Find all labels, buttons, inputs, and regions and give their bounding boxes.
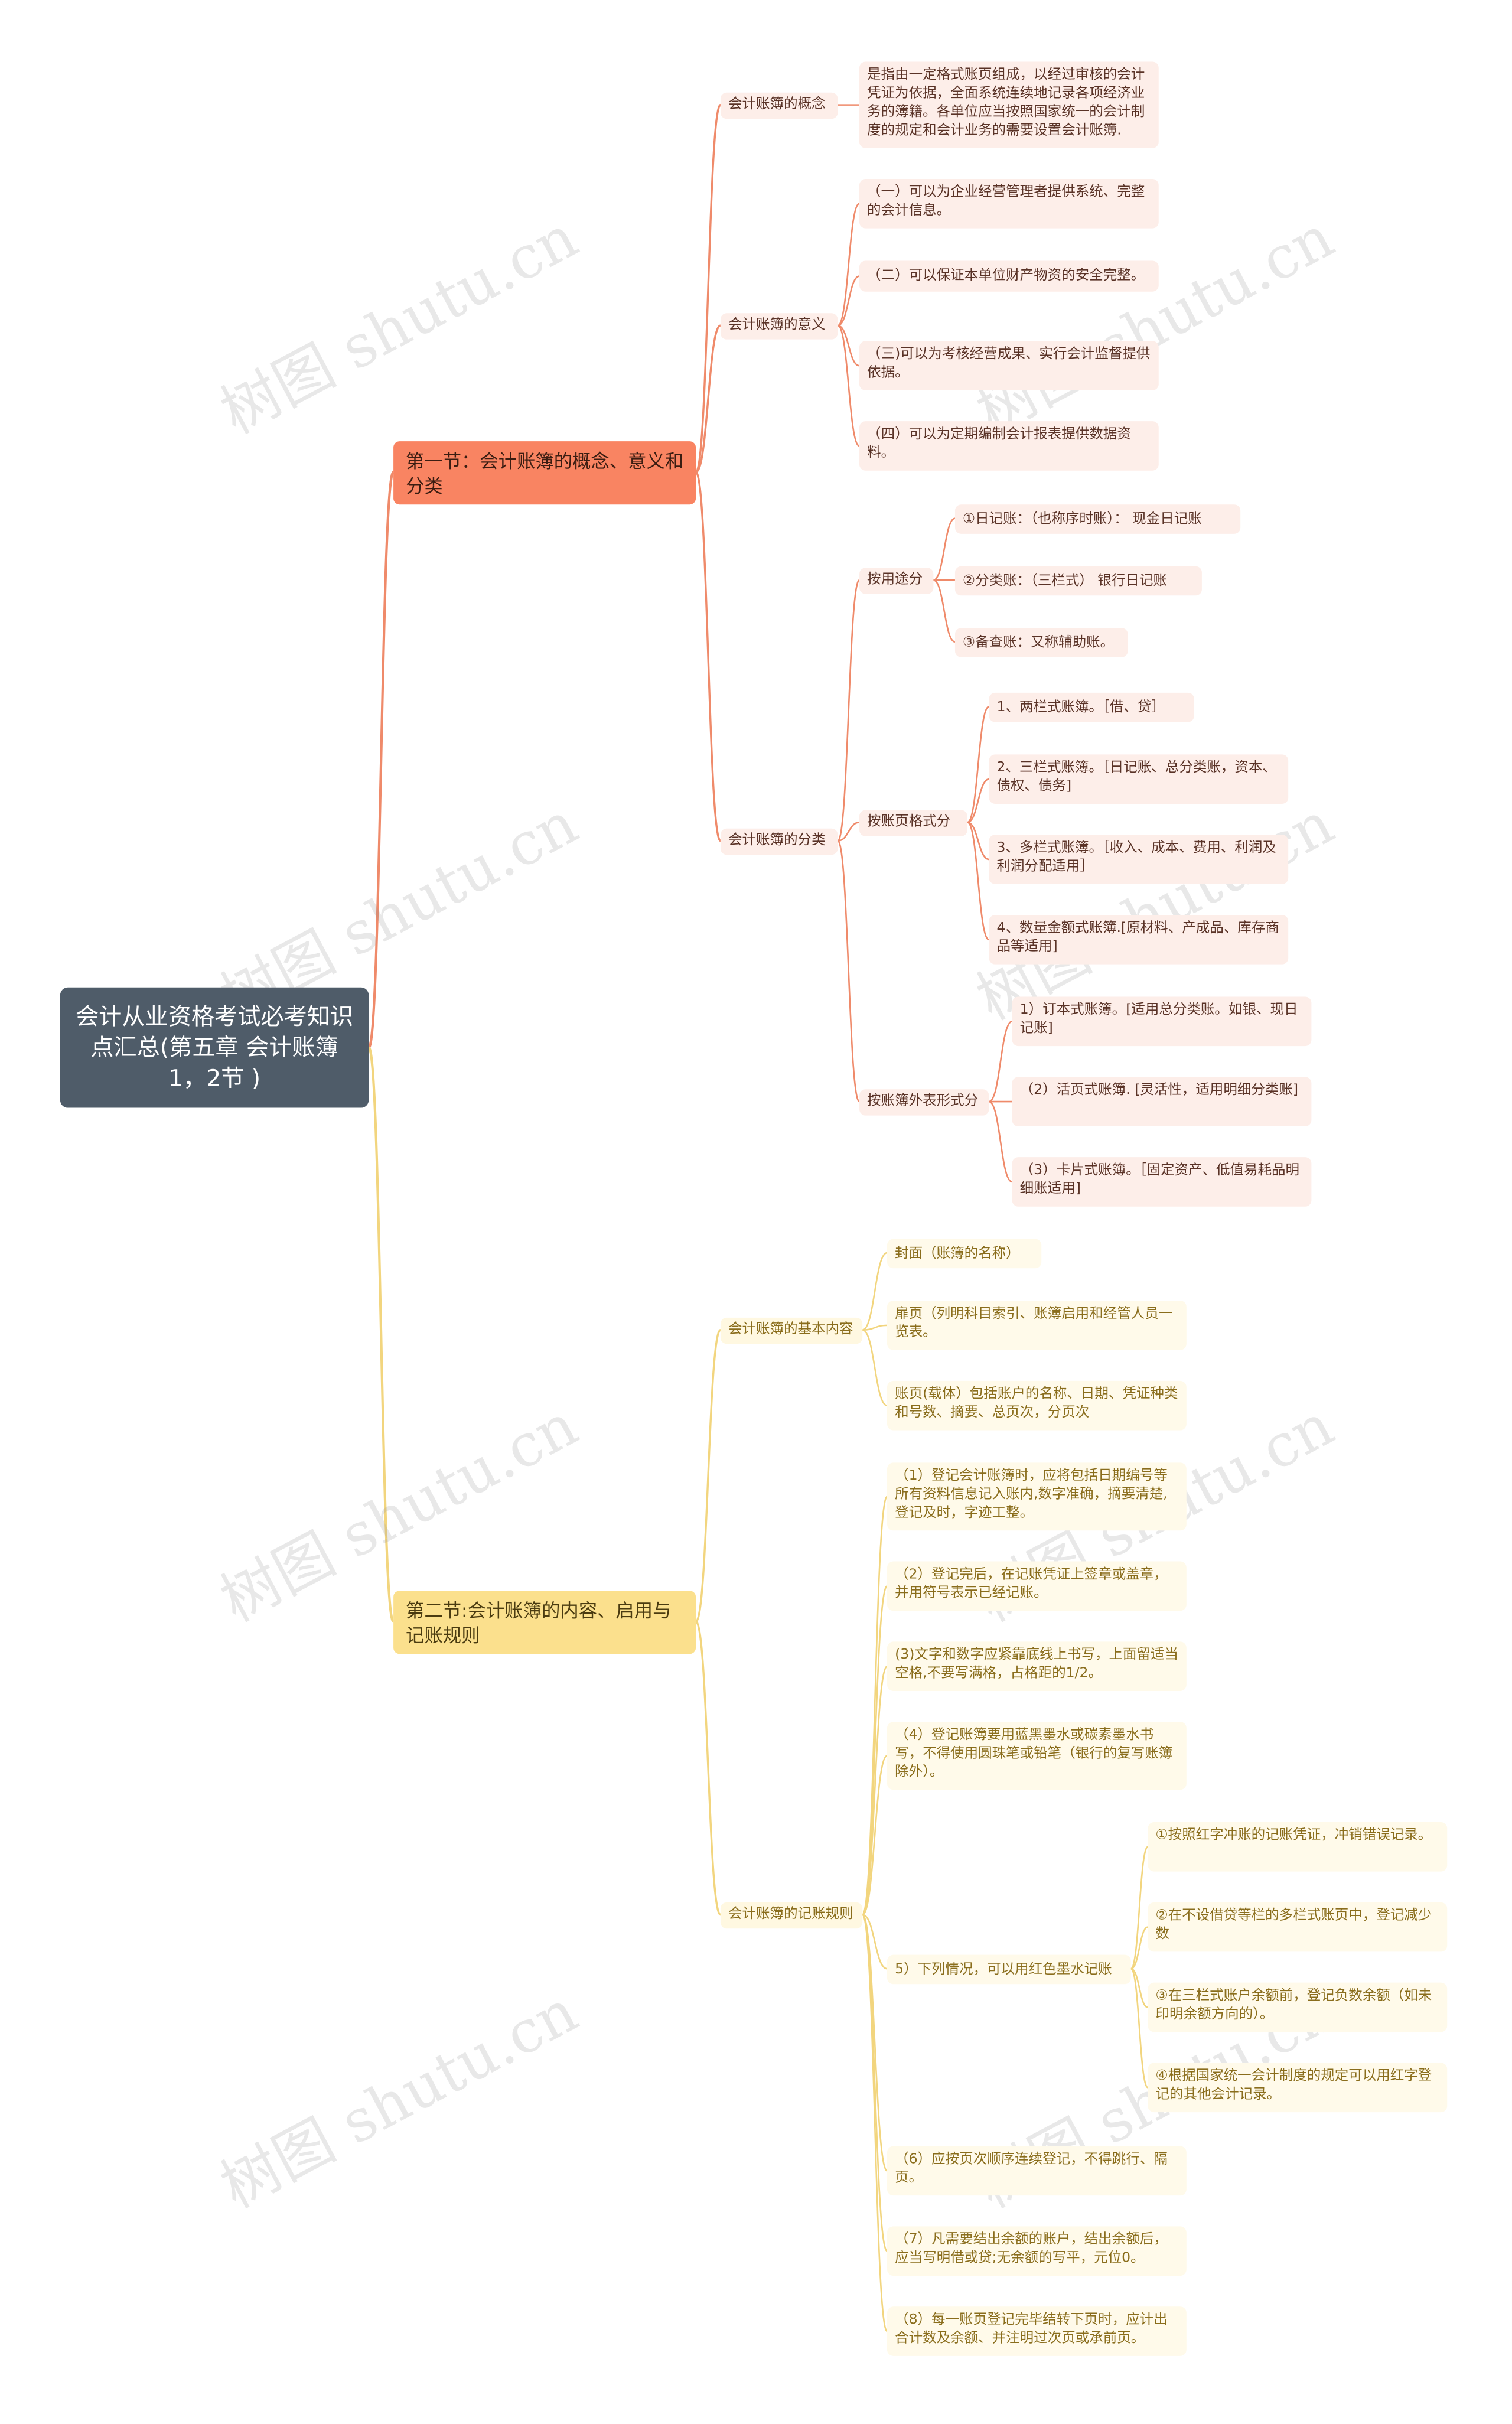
connector-line [695,471,722,842]
connector-line [861,1585,888,1916]
connector-line [988,1020,1013,1103]
by-format-item[interactable]: 1、两栏式账簿。［借、贷］ [989,692,1194,722]
basic-content-item[interactable]: 账页(载体）包括账户的名称、日期、凭证种类和号数、摘要、总页次，分页次 [887,1380,1187,1431]
by-format-node[interactable]: 按账页格式分 [859,810,967,836]
section1-topic[interactable]: 第一节：会计账簿的概念、意义和分类 [393,441,696,505]
by-use-item[interactable]: ①日记账：（也称序时账）： 现金日记账 [954,504,1241,534]
connector-line [1130,1926,1149,1970]
connector-line [367,471,395,1049]
connector-line [933,579,956,643]
connector-line [695,324,721,474]
by-form-item[interactable]: （2）活页式账簿. [灵活性，适用明细分类账] [1012,1077,1312,1126]
connector-line [837,840,861,1103]
connector-line [837,579,861,842]
connector-line [695,1620,722,1916]
red-ink-item[interactable]: ④根据国家统一会计制度的规定可以用红字登记的其他会计记录。 [1148,2063,1448,2113]
meaning-item[interactable]: （三)可以为考核经营成果、实行会计监督提供依据。 [859,341,1159,390]
section2-topic[interactable]: 第二节:会计账簿的内容、启用与记账规则 [393,1591,696,1654]
basic-content-item[interactable]: 扉页（列明科目索引、账簿启用和经管人员一览表。 [887,1301,1187,1350]
by-use-item[interactable]: ③备查账：又称辅助账。 [954,628,1128,657]
rules-item-red-ink[interactable]: 5）下列情况，可以用红色墨水记账 [887,1954,1131,1985]
connector-line [862,1324,888,1331]
red-ink-item[interactable]: ②在不设借贷等栏的多栏式账页中，登记减少数 [1148,1902,1448,1952]
rules-item[interactable]: （7）凡需要结出余额的账户，结出余额后，应当写明借或贷;无余额的写平，元位0。 [887,2226,1187,2276]
connector-line [838,821,860,842]
concept-node[interactable]: 会计账簿的概念 [720,92,838,119]
meaning-item[interactable]: （二）可以保证本单位财产物资的安全完整。 [859,260,1159,292]
red-ink-item[interactable]: ①按照红字冲账的记账凭证，冲销错误记录。 [1148,1822,1448,1872]
connector-line [967,821,990,941]
rules-item[interactable]: (3)文字和数字应紧靠底线上书写，上面留适当空格,不要写满格，占格距的1/2。 [887,1641,1187,1691]
by-form-item[interactable]: 1）订本式账簿。[适用总分类账。如银、现日记账] [1012,996,1312,1047]
connector-line [861,1914,888,2332]
by-form-item[interactable]: （3）卡片式账簿。［固定资产、低值易耗品明细账适用] [1012,1157,1312,1207]
root-topic[interactable]: 会计从业资格考试必考知识点汇总(第五章 会计账簿 1，2节 ) [60,987,369,1108]
connector-line [862,1914,888,1970]
by-format-item[interactable]: 2、三栏式账簿。［日记账、总分类账，资本、债权、债务] [989,754,1289,804]
connector-line [988,1100,1013,1183]
connector-line [695,1329,722,1623]
basic-content-item[interactable]: 封面（账簿的名称） [887,1239,1042,1269]
rules-item[interactable]: （8）每一账页登记完毕结转下页时，应计出合计数及余额、并注明过次页或承前页。 [887,2306,1187,2356]
red-ink-item[interactable]: ③在三栏式账户余额前，登记负数余额（如未印明余额方向的）。 [1148,1982,1448,2032]
rules-item[interactable]: （1）登记会计账簿时，应将包括日期编号等所有资料信息记入账内,数字准确，摘要清楚… [887,1462,1187,1531]
connector-line [967,821,989,861]
connector-line [862,1329,888,1407]
connector-line [1130,1967,1149,2089]
connector-line [695,103,722,474]
connector-line [1130,1967,1148,2008]
connector-line [933,517,956,581]
connector-line [967,706,990,823]
by-use-item[interactable]: ②分类账：（三栏式） 银行日记账 [954,566,1202,596]
connector-line [837,275,860,327]
rules-item[interactable]: （2）登记完后，在记账凭证上签章或盖章，并用符号表示已经记账。 [887,1561,1187,1611]
by-use-node[interactable]: 按用途分 [859,568,934,594]
concept-text[interactable]: 是指由一定格式账页组成，以经过审核的会计凭证为依据，全面系统连续地记录各项经济业… [859,61,1159,148]
connector-line [1130,1846,1149,1970]
connector-line [862,1755,888,1916]
meaning-item[interactable]: （一）可以为企业经营管理者提供系统、完整的会计信息。 [859,179,1159,229]
meaning-node[interactable]: 会计账簿的意义 [720,313,838,340]
by-format-item[interactable]: 3、多栏式账簿。［收入、成本、费用、利润及利润分配适用］ [989,835,1289,884]
rules-item[interactable]: （6）应按页次顺序连续登记，不得跳行、隔页。 [887,2146,1187,2196]
classification-node[interactable]: 会计账簿的分类 [720,828,838,855]
connector-line [367,1046,395,1623]
connector-line [862,1252,888,1331]
basic-content-node[interactable]: 会计账簿的基本内容 [720,1317,863,1344]
rules-node[interactable]: 会计账簿的记账规则 [720,1902,863,1929]
rules-item[interactable]: （4）登记账簿要用蓝黑墨水或碳素墨水书写，不得使用圆珠笔或铅笔（银行的复写账簿除… [887,1722,1187,1790]
connector-line [838,324,860,367]
meaning-item[interactable]: （四）可以为定期编制会计报表提供数据资料。 [859,421,1159,471]
connector-line [837,324,860,447]
connector-line [967,778,989,823]
by-form-node[interactable]: 按账簿外表形式分 [859,1089,989,1116]
connector-line [837,203,860,327]
connector-line [861,1496,888,1916]
by-format-item[interactable]: 4、数量金额式账簿.[原材料、产成品、库存商品等适用] [989,915,1289,965]
